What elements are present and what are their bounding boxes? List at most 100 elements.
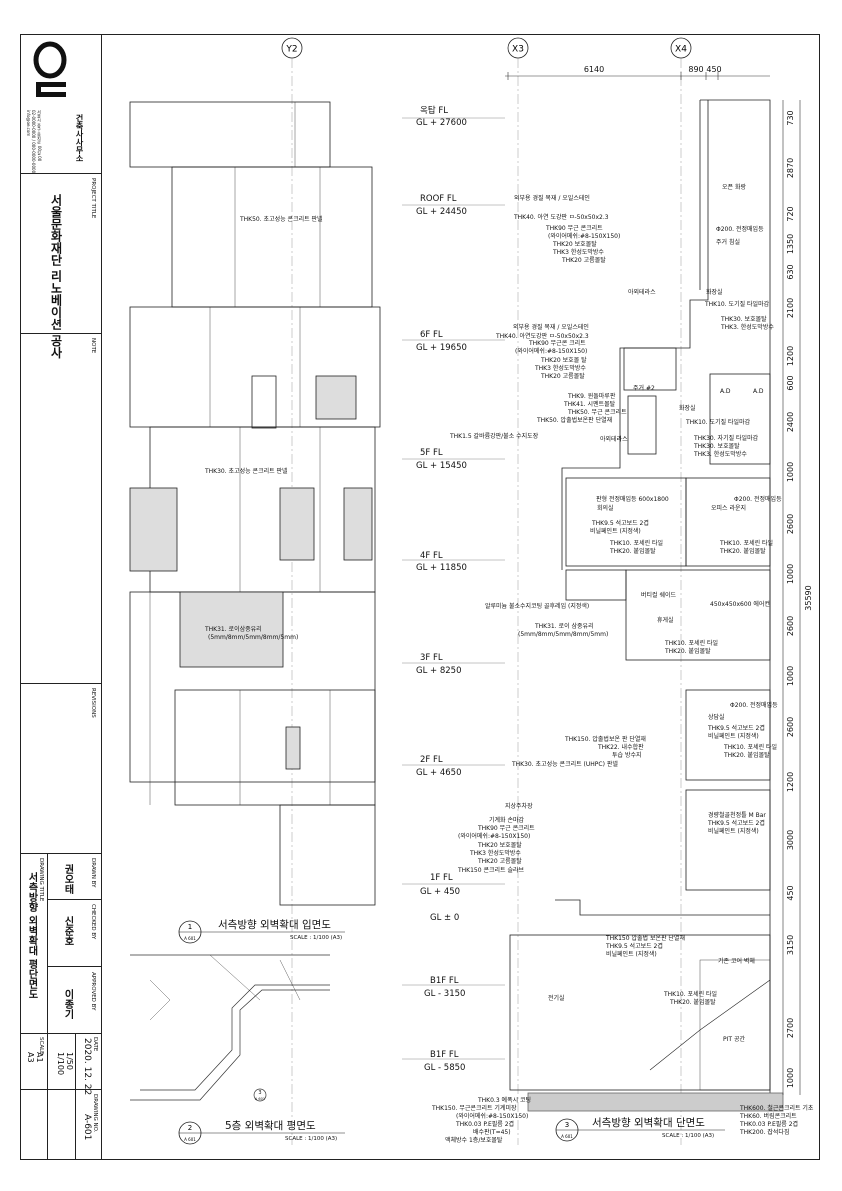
title-num: 2 <box>188 1124 192 1132</box>
room-note: Φ200. 전정매입등 <box>716 225 764 233</box>
room-notes: Φ200. 전정매입등 THK10. 도기질 타일마감 THK30. 보호몰탈 … <box>590 225 814 1136</box>
level-4f: 4F FL GL + 11850 <box>402 551 505 573</box>
room-label: 상담실 <box>708 713 725 721</box>
grid-line-x4: X4 <box>670 37 692 1145</box>
rdim: 720 <box>786 206 795 221</box>
level-b1-b: B1F FL GL - 5850 <box>402 1050 505 1073</box>
room-note: THK10. 포세린 타일 <box>609 539 663 547</box>
note: THK9. 윈돌마루판 <box>567 392 616 400</box>
level-name: 1F FL <box>430 873 453 883</box>
note: THK20 고름몰탈 <box>540 372 585 380</box>
rdim: 3000 <box>786 830 795 850</box>
room-note: THK10. 포세린 타일 <box>663 990 717 998</box>
room-label: 버티컬 쉐이드 <box>641 591 677 599</box>
note: THK40. 아연 도강판 ㅁ-50x50x2.3 <box>513 213 609 221</box>
note: THK150. 압출법보온 판 단열재 <box>564 735 646 743</box>
elevation-drawing <box>129 101 381 906</box>
room-note: THK10. 포세린 타일 <box>719 539 773 547</box>
approved-by: 이종기 <box>62 989 73 1019</box>
room-note: 판형 전정매입등 600x1800 <box>596 495 669 503</box>
rdim: 3150 <box>786 935 795 955</box>
checked-by: 신준호 <box>62 916 73 946</box>
room-note: THK9.5 석고보드 2겹 <box>591 519 649 527</box>
title-num: 1 <box>188 923 192 931</box>
title-block: 건축사사무소 서울시 중구 을지로 00길 00 02-0000-0000 / … <box>20 34 102 1160</box>
room-note: THK600. 철근콘크리트 기초 <box>739 1104 814 1112</box>
room-note: THK30. 보호몰탈 <box>720 315 767 323</box>
level-b1-a: B1F FL GL - 3150 <box>402 976 505 999</box>
drawing-title: 서측방향 외벽확대 평단면도 <box>26 872 37 999</box>
section-marker-num: 3 <box>258 1090 261 1096</box>
revisions-label: REVISIONS <box>90 688 96 718</box>
title-scale: SCALE : 1/100 (A3) <box>662 1133 714 1139</box>
room-note: 비닐페인트 (지정색) <box>708 732 759 740</box>
room-note: THK10. 도기질 타일마감 <box>704 300 770 308</box>
sheet-border <box>20 34 820 1160</box>
note: (와이어메쉬:#8-150X150) <box>515 347 587 355</box>
level-name: 5F FL <box>420 448 443 458</box>
room-note: THK10. 도기질 타일마감 <box>685 418 751 426</box>
rdim: 630 <box>786 264 795 279</box>
rdim: 1200 <box>786 346 795 366</box>
room-note: THK30. 보호몰탈 <box>693 442 740 450</box>
note: THK3 한성도막방수 <box>552 248 604 256</box>
room-note: 경량철골천정틀 M Bar <box>708 811 766 819</box>
room-label: 화장실 <box>679 404 696 412</box>
rdim: 1000 <box>786 1068 795 1088</box>
note: 외부용 경질 목재 / 오일스테인 <box>513 323 589 331</box>
room-label: 오피스 라운지 <box>711 504 746 512</box>
drawing-title-label: DRAWING TITLE <box>38 858 44 902</box>
section-marker-ref: A 601 <box>255 1097 265 1101</box>
rdim: 730 <box>786 110 795 125</box>
oe-logo <box>33 41 67 97</box>
title-num: 3 <box>565 1121 569 1129</box>
level-name: 옥탑 FL <box>420 105 448 116</box>
room-note: THK9.5 석고보드 2겹 <box>707 819 765 827</box>
title-ref: A 601 <box>184 1137 196 1142</box>
note: THK31. 로이 삼중유리 <box>534 622 594 630</box>
room-label: 전기실 <box>548 994 565 1002</box>
rdim: 1000 <box>786 666 795 686</box>
level-name: B1F FL <box>430 1050 459 1060</box>
note: THK0.03 P.E필름 2겹 <box>455 1120 514 1128</box>
level-5f: 5F FL GL + 15450 <box>402 448 505 471</box>
drawing-info-cell: DRAWING TITLE 서측방향 외벽확대 평단면도 DRAWN BY 권오… <box>20 854 102 1034</box>
level-rooftop: 옥탑 FL GL + 27600 <box>402 105 505 128</box>
note-label: NOTE <box>90 338 96 354</box>
level-2f: 2F FL GL + 4650 <box>402 755 505 778</box>
level-value: GL + 11850 <box>416 563 467 573</box>
room-note: THK150 압출법 보온판 단열재 <box>605 934 685 942</box>
rdim: 2600 <box>786 514 795 534</box>
scale-date-cell: SCALE A1 A3 1/50 1/100 DATE 2020. 12. 22… <box>20 1034 102 1160</box>
rdim: 1200 <box>786 772 795 792</box>
level-name: 6F FL <box>420 330 443 340</box>
rdim: 2600 <box>786 616 795 636</box>
level-gl: GL ± 0 <box>430 913 459 923</box>
note: THK3 한성도막방수 <box>469 849 521 857</box>
level-name: ROOF FL <box>420 194 457 204</box>
elev-note-2: THK30. 초고성능 콘크리트 판넬 <box>204 467 288 475</box>
note: THK20 고름몰탈 <box>561 256 606 264</box>
room-label: 회의실 <box>597 504 614 512</box>
note: 투습 방수지 <box>612 751 642 759</box>
title-text: 서측방향 외벽확대 입면도 <box>218 918 331 931</box>
project-cell: PROJECT TITLE 서울문화재단 리노베이션 공사 <box>20 174 102 358</box>
room-label: A.D <box>720 388 731 395</box>
rdim: 450 <box>786 885 795 900</box>
note: THK22. 내수합판 <box>597 743 644 751</box>
room-note: THK200. 잡석다짐 <box>739 1128 789 1136</box>
note: THK90 무근 콘크리트 <box>545 224 603 232</box>
note: THK20 보호몰탈 <box>477 841 522 849</box>
note: (와이어메쉬:#8-150X150) <box>458 832 530 840</box>
drawing-title-1: 1 A 601 서측방향 외벽확대 입면도 SCALE : 1/100 (A3) <box>178 918 345 944</box>
grid-line-x3: X3 <box>507 37 529 1145</box>
level-value: GL + 8250 <box>416 666 461 676</box>
section-callouts: 외부용 경질 목재 / 오일스테인 THK40. 아연 도강판 ㅁ-50x50x… <box>431 194 646 1144</box>
note: (5mm/8mm/5mm/8mm/5mm) <box>518 631 608 638</box>
room-note: 비닐페인트 (지정색) <box>708 827 759 835</box>
note: THK40. 아연도강판 ㅁ-50x50x2.3 <box>495 332 589 340</box>
drawing-title-2: 2 A 601 5층 외벽확대 평면도 SCALE : 1/100 (A3) <box>178 1119 345 1145</box>
note: THK3 한성도막방수 <box>534 364 586 372</box>
note: THK20 고름몰탈 <box>477 857 522 865</box>
date-label: DATE <box>92 1037 98 1052</box>
